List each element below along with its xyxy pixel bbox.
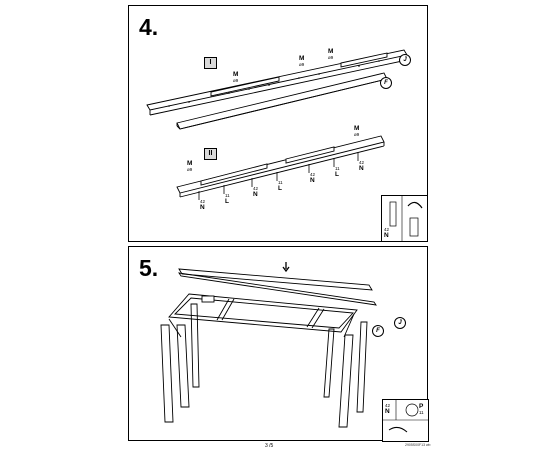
step-label-i: I <box>204 57 217 69</box>
callout-j: J <box>399 54 411 66</box>
callout-f: F <box>380 77 392 89</box>
step-5-panel: 5. J <box>128 246 429 442</box>
screw-letter: N <box>310 177 315 184</box>
inset-screw-letter: N <box>385 408 390 415</box>
screw-letter: L <box>225 198 229 205</box>
page-number: 3 /5 <box>265 443 274 449</box>
part-label-m: M <box>299 55 305 62</box>
part-label-m: M <box>187 160 193 167</box>
screw-letter: N <box>359 165 364 172</box>
step-label-ii: II <box>204 148 217 160</box>
screw-letter: L <box>335 171 339 178</box>
rail-ii <box>176 135 385 198</box>
part-size: ø9 <box>233 78 239 83</box>
step-number: 5. <box>139 255 159 281</box>
inset-screw-size: 42 <box>384 227 390 232</box>
detail-inset: 42 N <box>381 195 428 242</box>
part-size: ø9 <box>328 55 334 60</box>
step-5-drawing <box>160 262 377 428</box>
rail-holes-upper <box>168 60 380 107</box>
screw-size: 42 <box>253 186 259 191</box>
screw-size: 42 <box>200 199 206 204</box>
part-size: ø9 <box>187 167 193 172</box>
screw-size: 42 <box>310 172 316 177</box>
screw-size: 11 <box>225 193 230 198</box>
part-size: ø9 <box>299 62 305 67</box>
screw-size: 11 <box>335 166 340 171</box>
inset-tool-size: 11 <box>419 410 424 415</box>
step-4-panel: 4. <box>128 5 428 242</box>
document-code: 2905S00F13 wb <box>405 443 431 447</box>
callout-j: J <box>394 317 406 329</box>
part-label-m: M <box>354 125 360 132</box>
part-size: ø9 <box>354 132 360 137</box>
callout-f: F <box>372 325 384 337</box>
screw-letter: L <box>278 185 282 192</box>
inset-screw-letter: N <box>384 232 389 239</box>
detail-inset: 42 N P 11 <box>382 399 429 442</box>
part-label-m: M <box>328 48 334 55</box>
part-label-m: M <box>233 71 239 78</box>
inset-screw-size: 42 <box>385 403 391 408</box>
screw-letter: N <box>200 204 205 211</box>
step-number: 4. <box>139 14 159 40</box>
screw-size: 11 <box>278 180 283 185</box>
screw-markers <box>198 152 359 200</box>
inset-tool-letter: P <box>419 403 424 410</box>
screw-size: 42 <box>359 160 365 165</box>
screw-letter: N <box>253 191 258 198</box>
